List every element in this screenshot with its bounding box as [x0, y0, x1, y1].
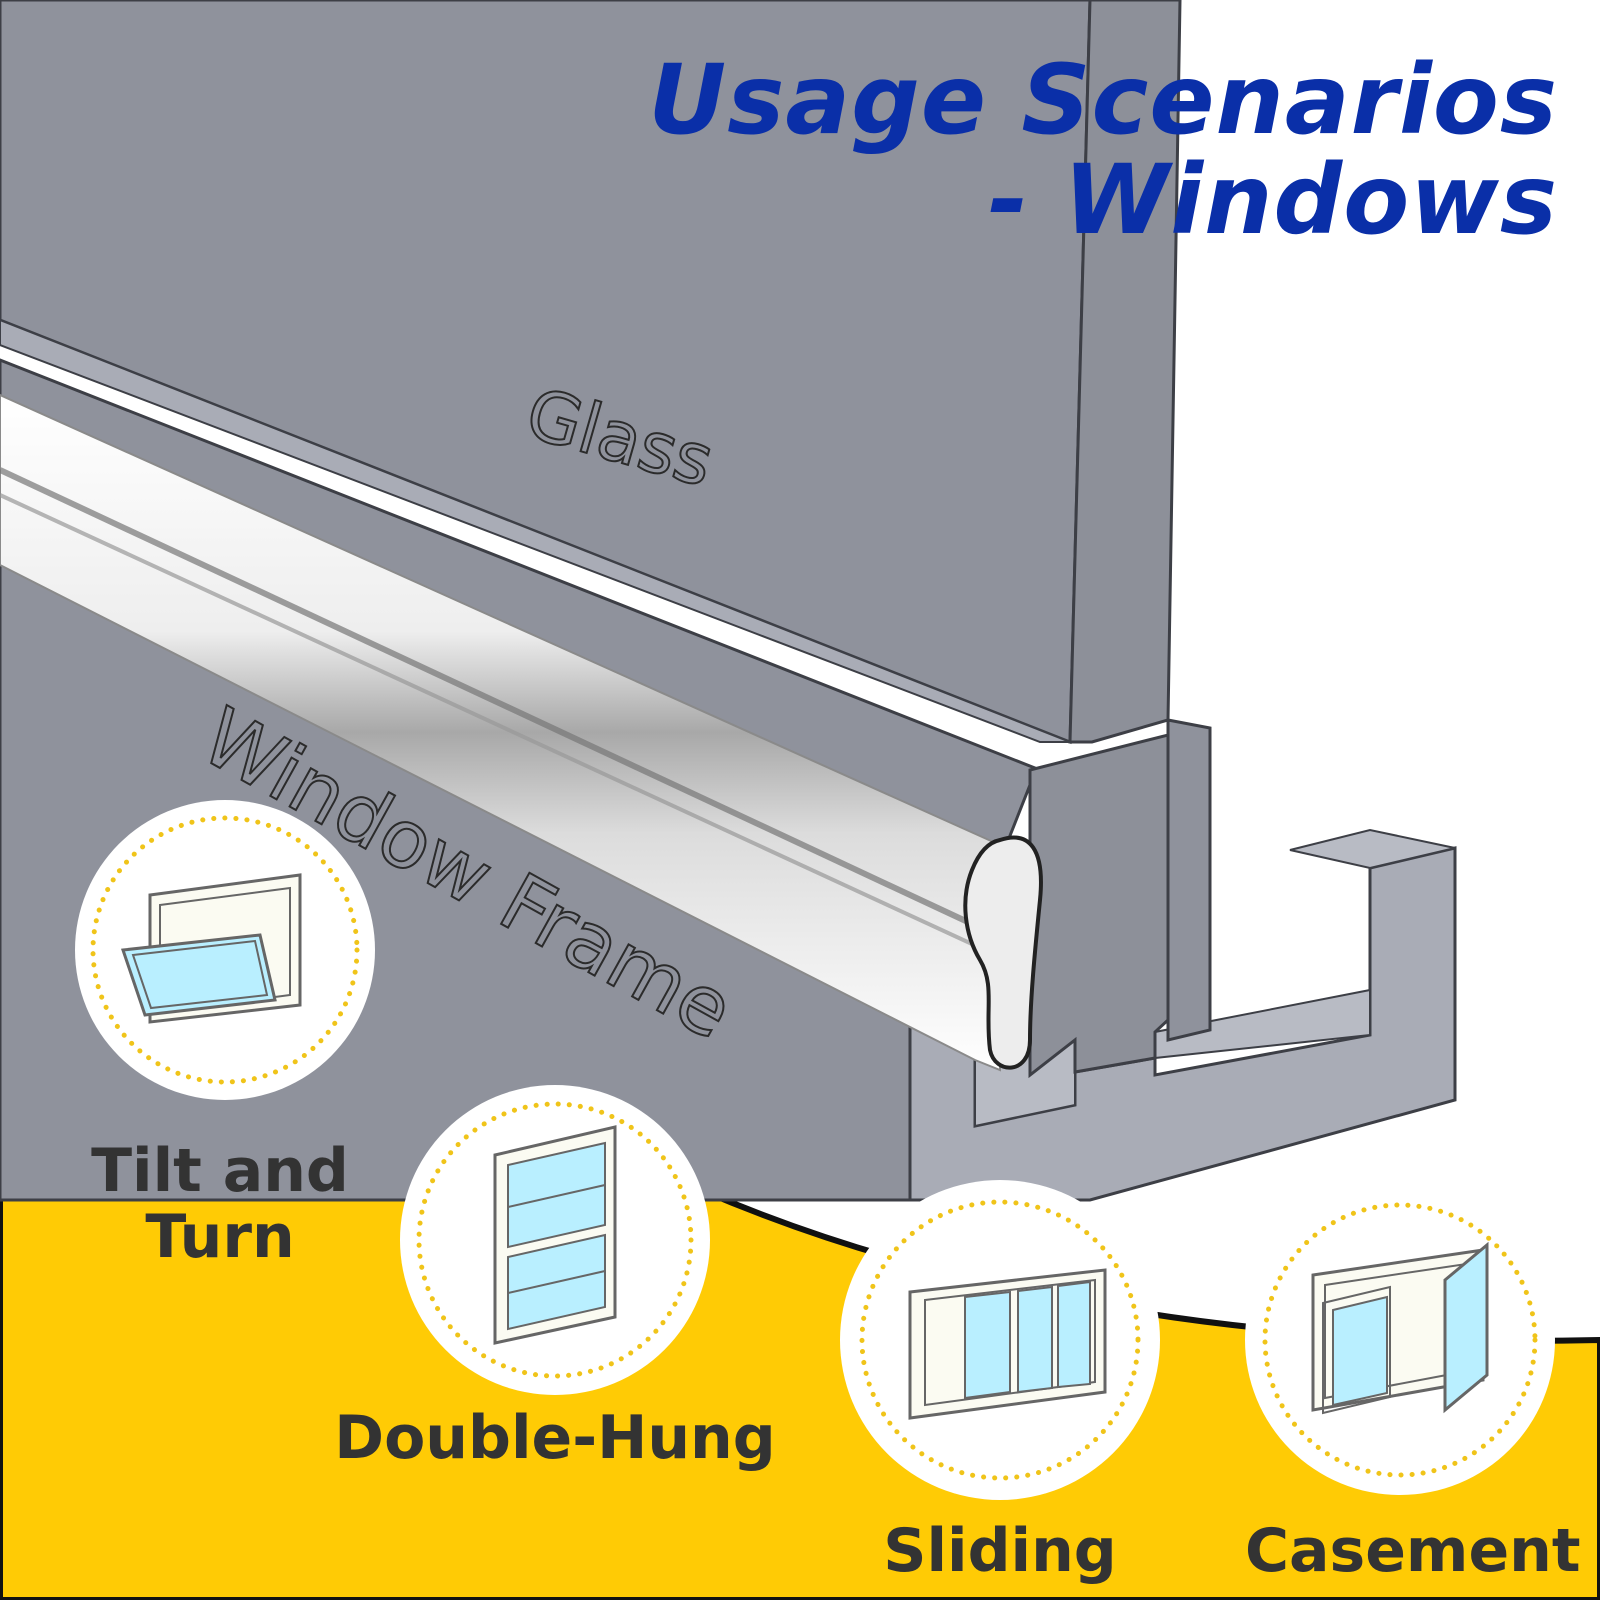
casement-badge	[1245, 1185, 1555, 1495]
double-hung-label: Double-Hung	[334, 1403, 776, 1473]
page-title-line1: Usage Scenarios	[648, 44, 1558, 156]
tilt-and-turn-badge	[75, 800, 375, 1100]
weather-strip-foam-section	[963, 835, 1043, 1070]
tilt-and-turn-label-line1: Tilt and	[91, 1136, 349, 1206]
casement-window-icon	[1262, 1202, 1538, 1478]
tilt-and-turn-label: Tilt and Turn	[60, 1138, 380, 1270]
weather-strip-tube	[0, 393, 1001, 1072]
frame-channel-back	[1289, 828, 1456, 870]
glass-bottom-tongue	[1028, 733, 1170, 1079]
page-title-line2: - Windows	[988, 144, 1558, 256]
tilt-and-turn-window-icon	[90, 815, 360, 1085]
frame-step-right	[1166, 718, 1212, 1042]
sliding-label: Sliding	[883, 1516, 1117, 1586]
tilt-and-turn-label-line2: Turn	[145, 1202, 295, 1272]
sliding-window-icon	[859, 1199, 1141, 1481]
glass-pane-edge	[1068, 0, 1182, 744]
sliding-badge	[840, 1180, 1160, 1500]
double-hung-badge	[400, 1085, 710, 1395]
frame-top-strip	[0, 318, 1071, 743]
double-hung-window-icon	[416, 1101, 694, 1379]
casement-label: Casement	[1245, 1516, 1581, 1586]
